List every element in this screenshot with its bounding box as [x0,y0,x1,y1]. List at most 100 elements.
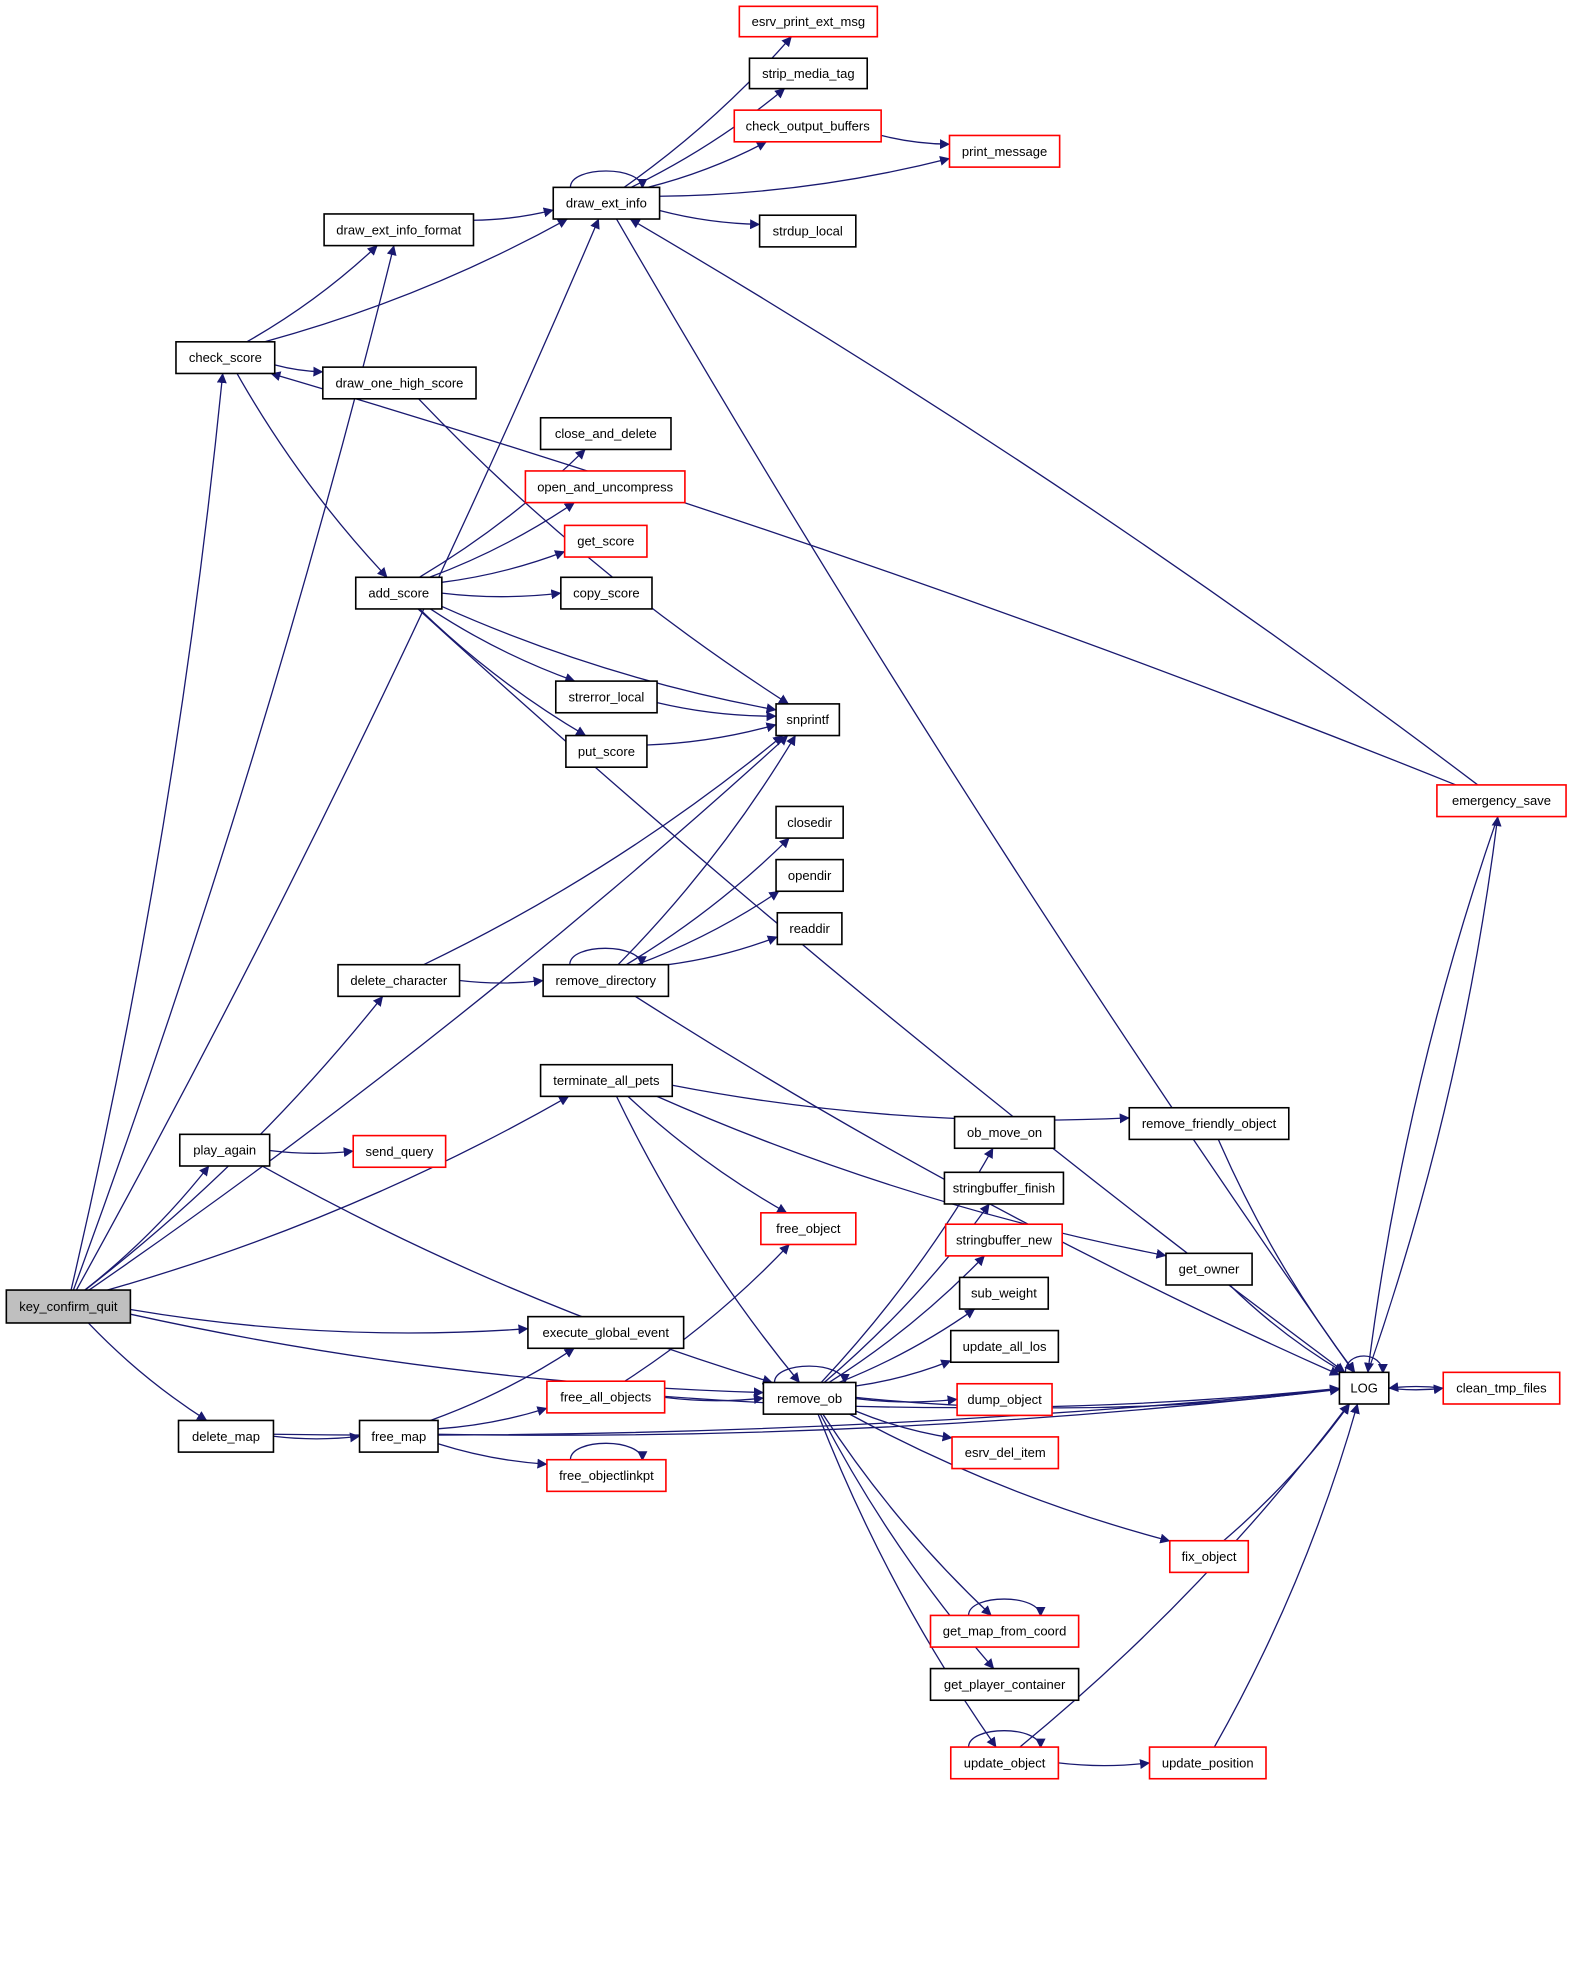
node-box [953,1115,1056,1150]
node-free_objectlinkpt[interactable]: free_objectlinkpt [546,1458,667,1493]
node-label: copy_score [573,586,639,601]
node-open_and_uncompress[interactable]: open_and_uncompress [524,470,686,504]
node-box [322,366,477,400]
node-execute_global_event[interactable]: execute_global_event [527,1315,685,1350]
node-ob_move_on[interactable]: ob_move_on [953,1115,1056,1150]
edge-remove_directory-to-snprintf [617,735,797,966]
node-label: close_and_delete [555,426,657,441]
node-label: strdup_local [773,224,843,239]
node-check_score[interactable]: check_score [175,341,276,375]
edge-remove_ob-to-esrv_del_item [855,1410,953,1442]
node-stringbuffer_finish[interactable]: stringbuffer_finish [943,1171,1065,1205]
edge-free_all_objects-to-remove_ob [664,1394,764,1405]
edge-update_object-to-LOG [1019,1403,1350,1748]
node-add_score[interactable]: add_score [354,576,443,610]
node-box [929,1614,1080,1648]
edge-add_score-to-copy_score [441,589,562,600]
node-delete_character[interactable]: delete_character [337,963,461,998]
node-send_query[interactable]: send_query [352,1134,447,1169]
node-strerror_local[interactable]: strerror_local [554,680,658,714]
node-label: delete_character [350,973,448,988]
node-label: get_player_container [944,1677,1066,1692]
node-remove_friendly_object[interactable]: remove_friendly_object [1128,1106,1290,1141]
node-key_confirm_quit[interactable]: key_confirm_quit [5,1289,132,1324]
edge-delete_character-to-remove_directory [459,976,544,987]
edge-check_score-to-add_score [236,373,388,578]
node-put_score[interactable]: put_score [565,734,648,768]
node-get_player_container[interactable]: get_player_container [929,1667,1080,1702]
node-print_message[interactable]: print_message [948,134,1061,168]
node-strdup_local[interactable]: strdup_local [758,214,857,248]
edge-terminate_all_pets-to-get_owner [656,1095,1167,1259]
node-box [527,1315,685,1350]
edge-fix_object-to-LOG [1223,1403,1351,1542]
node-LOG[interactable]: LOG [1338,1371,1390,1405]
node-update_position[interactable]: update_position [1148,1746,1267,1780]
node-free_map[interactable]: free_map [358,1419,439,1453]
node-box [337,963,461,998]
node-esrv_print_ext_msg[interactable]: esrv_print_ext_msg [738,5,879,38]
node-label: update_position [1162,1755,1254,1770]
edge-key_confirm_quit-to-draw_ext_info [75,218,600,1291]
node-label: print_message [962,144,1047,159]
node-close_and_delete[interactable]: close_and_delete [539,416,672,451]
edge-remove_ob-to-get_map_from_coord [822,1413,992,1616]
node-update_object[interactable]: update_object [949,1746,1060,1780]
node-label: ob_move_on [967,1125,1042,1140]
node-check_output_buffers[interactable]: check_output_buffers [733,109,882,143]
edge-free_map-to-free_all_objects [437,1406,548,1430]
node-play_again[interactable]: play_again [178,1133,271,1167]
node-label: emergency_save [1452,793,1551,808]
node-box [775,858,844,893]
node-box [733,109,882,143]
node-dump_object[interactable]: dump_object [956,1382,1053,1417]
edge-play_again-to-send_query [269,1147,354,1158]
edge-remove_directory-to-remove_directory [569,947,647,967]
node-label: free_object [776,1221,841,1236]
node-get_map_from_coord[interactable]: get_map_from_coord [929,1614,1080,1648]
node-label: check_score [189,350,262,365]
node-terminate_all_pets[interactable]: terminate_all_pets [539,1063,674,1098]
node-box [944,1223,1063,1257]
node-box [949,1746,1060,1780]
node-label: opendir [788,868,832,883]
node-free_object[interactable]: free_object [760,1212,857,1246]
node-emergency_save[interactable]: emergency_save [1436,784,1567,818]
edge-add_score-to-get_score [441,550,566,583]
node-draw_ext_info[interactable]: draw_ext_info [552,186,661,220]
node-opendir[interactable]: opendir [775,858,844,893]
node-draw_ext_info_format[interactable]: draw_ext_info_format [323,213,475,247]
edge-delete_map-to-free_map [273,1432,361,1443]
edge-key_confirm_quit-to-remove_ob [130,1313,764,1398]
node-label: update_all_los [963,1339,1047,1354]
node-strip_media_tag[interactable]: strip_media_tag [748,57,869,90]
node-esrv_del_item[interactable]: esrv_del_item [951,1436,1060,1470]
node-remove_ob[interactable]: remove_ob [762,1381,857,1415]
node-label: stringbuffer_new [956,1233,1052,1248]
node-closedir[interactable]: closedir [775,805,844,839]
node-readdir[interactable]: readdir [776,911,843,946]
node-label: get_map_from_coord [943,1624,1067,1639]
node-remove_directory[interactable]: remove_directory [542,963,670,998]
node-box [352,1134,447,1169]
node-clean_tmp_files[interactable]: clean_tmp_files [1442,1371,1561,1405]
node-free_all_objects[interactable]: free_all_objects [546,1380,666,1414]
edge-key_confirm_quit-to-execute_global_event [130,1308,529,1335]
node-stringbuffer_new[interactable]: stringbuffer_new [944,1223,1063,1257]
node-fix_object[interactable]: fix_object [1168,1539,1250,1574]
node-label: strip_media_tag [762,66,855,81]
node-draw_one_high_score[interactable]: draw_one_high_score [322,366,477,400]
node-sub_weight[interactable]: sub_weight [958,1276,1050,1310]
node-get_score[interactable]: get_score [563,524,648,558]
node-update_all_los[interactable]: update_all_los [949,1329,1060,1364]
edge-update_object-to-update_position [1058,1759,1151,1770]
node-delete_map[interactable]: delete_map [177,1419,275,1453]
edge-add_score-to-snprintf [441,605,777,714]
node-copy_score[interactable]: copy_score [560,576,653,610]
node-snprintf[interactable]: snprintf [775,703,841,737]
node-get_owner[interactable]: get_owner [1165,1252,1253,1286]
node-box [1168,1539,1250,1574]
node-box [1436,784,1567,818]
edge-emergency_save-to-LOG [1364,816,1499,1373]
nodes-layer: key_confirm_quit esrv_print_ext_msg strip_… [5,5,1567,1780]
